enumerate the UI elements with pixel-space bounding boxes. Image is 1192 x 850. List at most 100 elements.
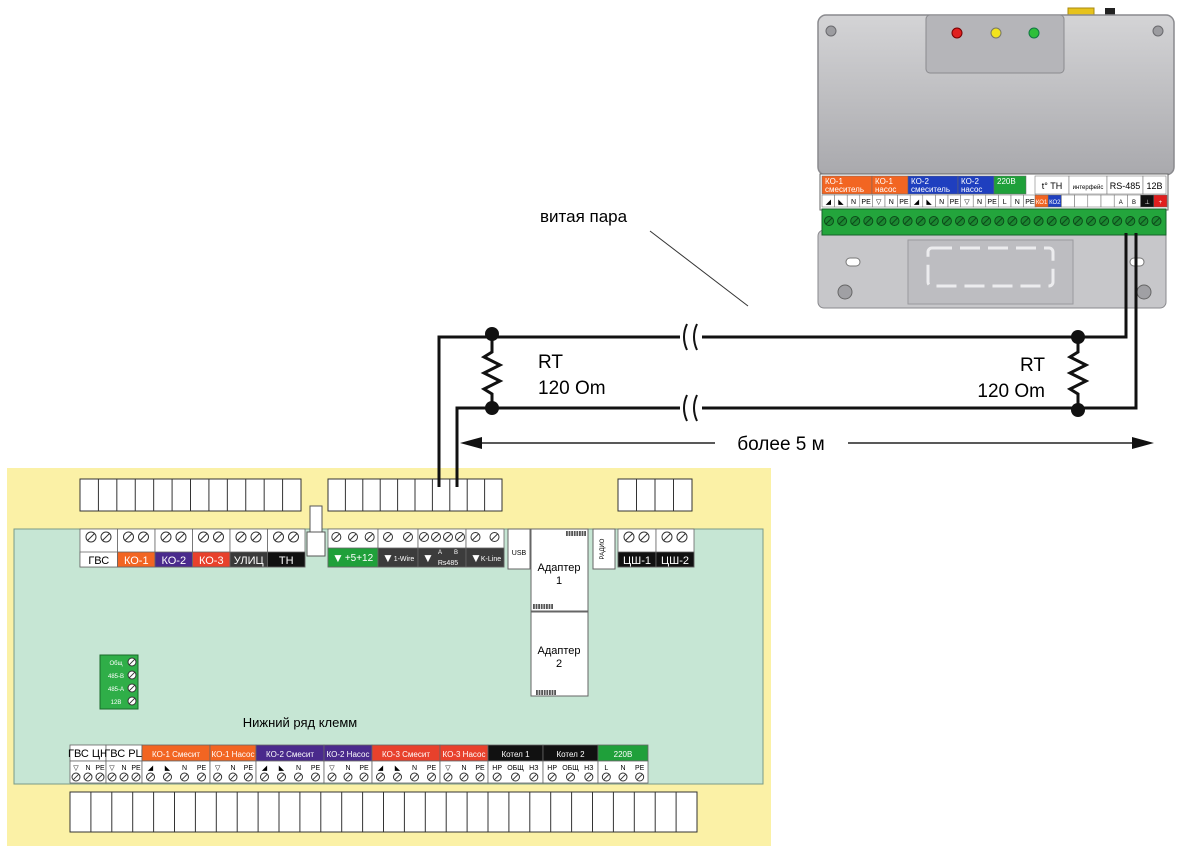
module-screw-slot bbox=[1140, 217, 1147, 225]
lower-group-label: КО-3 Смесит bbox=[382, 750, 430, 759]
module-screw-slot bbox=[1022, 217, 1029, 225]
screw-slot bbox=[278, 773, 285, 781]
module-screw-slot bbox=[1061, 217, 1069, 225]
module-screw-slot bbox=[1153, 217, 1160, 225]
screw-slot bbox=[404, 533, 412, 541]
screw-slot bbox=[289, 533, 298, 541]
terminal-label: КО-3 bbox=[199, 555, 224, 567]
terminal-label-bg bbox=[465, 547, 505, 568]
module-pin-label: КО2 bbox=[1049, 200, 1061, 206]
adapter-pin bbox=[535, 604, 538, 609]
ground-icon: ▼ bbox=[332, 551, 344, 565]
adapter-pin bbox=[541, 690, 543, 695]
module-pin-label: N bbox=[889, 199, 894, 206]
green-block-label: 485-B bbox=[108, 674, 124, 680]
screw-slot bbox=[530, 773, 537, 781]
distance-label: более 5 м bbox=[737, 434, 824, 455]
lower-pin-label: ▽ bbox=[329, 765, 335, 772]
module-black-connector bbox=[1105, 8, 1115, 20]
screw-slot bbox=[349, 533, 357, 541]
green-block-label: Общ bbox=[109, 661, 122, 667]
screw-slot bbox=[96, 773, 104, 781]
screw-slot bbox=[214, 773, 221, 781]
adapter-pin bbox=[546, 604, 548, 609]
lower-pin-label: N bbox=[85, 765, 90, 772]
led-yellow-icon bbox=[990, 27, 1002, 39]
screw-slot bbox=[261, 773, 268, 781]
usb-label: USB bbox=[512, 550, 527, 557]
screw-slot bbox=[132, 773, 140, 781]
resistor-right: RT 120 Om bbox=[977, 330, 1090, 417]
terminal-label: 1-Wire bbox=[394, 556, 415, 563]
screw-slot bbox=[181, 773, 188, 781]
terminal-label: УЛИЦ bbox=[234, 555, 264, 567]
wire-a bbox=[437, 233, 1128, 487]
screw-slot bbox=[128, 697, 136, 705]
module-screw-slot bbox=[1009, 217, 1016, 225]
screw-slot bbox=[120, 773, 128, 781]
module-pin-label: ▽ bbox=[876, 199, 882, 206]
lower-pin-label: PE bbox=[311, 765, 321, 772]
lower-group-label: Котел 2 bbox=[556, 750, 585, 759]
module-bottom-window bbox=[926, 246, 1055, 288]
radio-label: РАДИО bbox=[600, 538, 606, 559]
module-group-label: КО-2 bbox=[961, 177, 979, 186]
screw-slot bbox=[332, 533, 340, 541]
module-screw-slot bbox=[982, 217, 990, 225]
arrow-left-icon bbox=[460, 437, 482, 449]
module-screw-slot bbox=[864, 217, 872, 225]
adapter-pin bbox=[554, 690, 556, 695]
module-pin-cell bbox=[1153, 194, 1168, 208]
lower-pin-label: N bbox=[461, 765, 466, 772]
terminal-label: K-Line bbox=[481, 556, 501, 563]
green-block-label: 485-A bbox=[108, 687, 124, 693]
module-group-label: КО-1 bbox=[825, 177, 843, 186]
screw-slot bbox=[384, 533, 392, 541]
lower-pin-label: N bbox=[182, 765, 187, 772]
module-group-label-bg bbox=[1142, 175, 1167, 195]
screw-slot bbox=[177, 533, 185, 541]
screw-slot bbox=[214, 533, 223, 541]
lower-group-label: КО-1 Насос bbox=[212, 750, 255, 759]
screw-slot bbox=[432, 533, 440, 541]
resistor-icon bbox=[1066, 337, 1090, 408]
lower-pin-label: ◣ bbox=[279, 765, 285, 772]
screw-slot bbox=[72, 773, 80, 781]
module-screw-slot bbox=[943, 217, 951, 225]
adapter-pin-rows bbox=[533, 531, 586, 695]
screw-slot bbox=[360, 773, 368, 781]
terminal-label: ГВС bbox=[88, 555, 109, 567]
ground-icon: ▼ bbox=[422, 551, 434, 565]
screw-slot bbox=[147, 773, 154, 781]
module-pin-cell bbox=[1100, 194, 1115, 208]
line-break-marks bbox=[680, 323, 702, 422]
screw-slot bbox=[252, 533, 260, 541]
lower-pin-label: PE bbox=[95, 765, 105, 772]
screw-slot bbox=[237, 533, 245, 541]
screw-slot bbox=[128, 684, 136, 692]
distance-arrow: более 5 м bbox=[460, 434, 1154, 455]
screw-slot bbox=[549, 773, 556, 781]
adapter-pin bbox=[573, 531, 576, 536]
lower-pin-label: ◢ bbox=[378, 765, 384, 772]
lower-group-label: КО-3 Насос bbox=[443, 750, 486, 759]
screw-slot bbox=[678, 533, 686, 541]
module-pin-label: L bbox=[1003, 199, 1007, 206]
rs485-b-label: B bbox=[454, 550, 458, 556]
module-pin-label: ◣ bbox=[838, 199, 844, 206]
lower-pin-label: N bbox=[412, 765, 417, 772]
module-slot bbox=[845, 257, 861, 267]
screw-slot bbox=[312, 773, 319, 781]
module-group-label: смеситель bbox=[825, 185, 864, 194]
lower-group-label: Котел 1 bbox=[501, 750, 530, 759]
module-screw-slot bbox=[1087, 217, 1095, 225]
lower-pin-label: N bbox=[620, 765, 625, 772]
module-pin-label: КО1 bbox=[1036, 200, 1048, 206]
lower-pin-label: N bbox=[121, 765, 126, 772]
terminal-label: Rs485 bbox=[438, 560, 458, 567]
screw-slot bbox=[164, 773, 171, 781]
